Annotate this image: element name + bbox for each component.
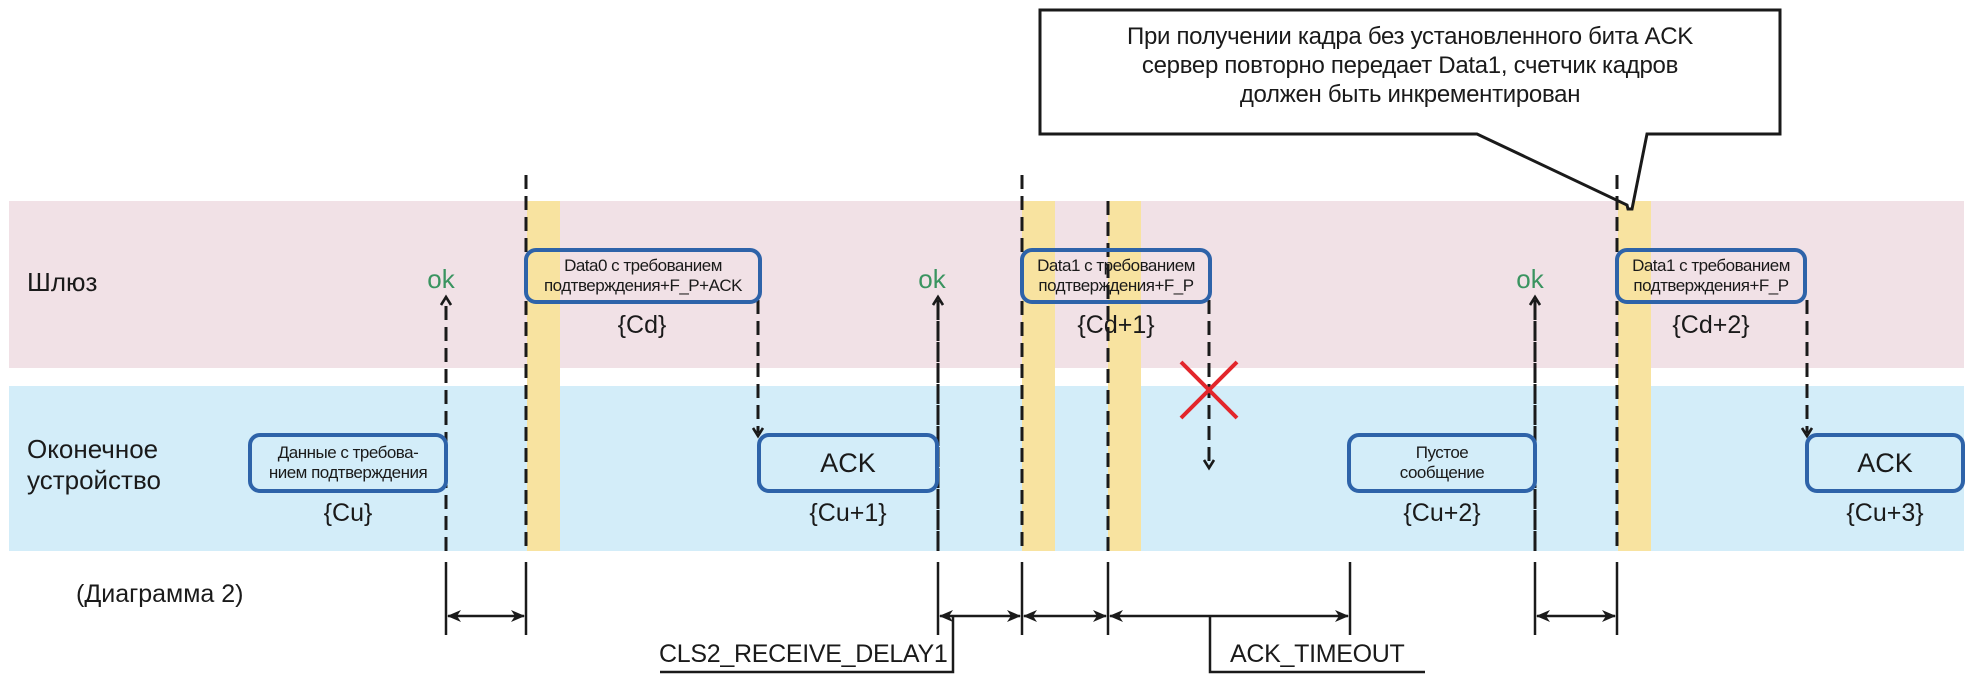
frame-counter: {Cd+2} bbox=[1672, 311, 1750, 339]
frame-counter: {Cu} bbox=[323, 499, 373, 527]
receive-delay-label: CLS2_RECEIVE_DELAY1 bbox=[659, 640, 948, 668]
callout-line: сервер повторно передает Data1, счетчик … bbox=[1141, 52, 1679, 79]
frame-counter: {Cu+1} bbox=[809, 499, 887, 527]
frame-label: ACK bbox=[1857, 448, 1913, 478]
ack-timeout-label: ACK_TIMEOUT bbox=[1230, 640, 1405, 668]
ok-label: ok bbox=[427, 264, 455, 294]
callout-line: При получении кадра без установленного б… bbox=[1127, 23, 1693, 50]
callout-text: При получении кадра без установленного б… bbox=[1040, 22, 1780, 109]
gateway-lane-label: Шлюз bbox=[27, 267, 98, 297]
frame-counter: {Cd+1} bbox=[1077, 311, 1155, 339]
callout-box bbox=[1038, 8, 1782, 211]
uplink-ack-frame: ACK bbox=[757, 433, 939, 493]
frame-counter: {Cu+2} bbox=[1403, 499, 1481, 527]
receive-delay-leader bbox=[660, 617, 955, 674]
frame-label-line: Data1 с требованием bbox=[1632, 256, 1790, 275]
receive-window bbox=[1108, 201, 1141, 551]
ok-label: ok bbox=[1516, 264, 1544, 294]
frame-label-line: нием подтверждения bbox=[268, 463, 428, 482]
frame-label-line: Data0 с требованием bbox=[564, 256, 722, 275]
ack-timeout-leader bbox=[1208, 617, 1425, 674]
frame-label-line: подтверждения+F_P bbox=[1633, 276, 1789, 295]
uplink-ack-frame: ACK bbox=[1805, 433, 1965, 493]
frame-label-line: подтверждения+F_P+ACK bbox=[543, 276, 743, 295]
diagram-caption: (Диаграмма 2) bbox=[76, 580, 244, 608]
callout-line: должен быть инкрементирован bbox=[1239, 81, 1581, 108]
frame-label-line: сообщение bbox=[1399, 463, 1485, 482]
end-device-lane-label-line2: устройство bbox=[27, 465, 161, 495]
frame-label-line: Data1 с требованием bbox=[1037, 256, 1195, 275]
ok-label: ok bbox=[918, 264, 946, 294]
frame-counter: {Cu+3} bbox=[1846, 499, 1924, 527]
frame-label-line: Пустое bbox=[1415, 443, 1469, 462]
frame-label-line: подтверждения+F_P bbox=[1038, 276, 1194, 295]
frame-label-line: Данные с требова- bbox=[277, 443, 419, 462]
uplink-data-frame: Данные с требова-нием подтверждения bbox=[248, 433, 448, 493]
frame-label: ACK bbox=[820, 448, 876, 478]
frame-counter: {Cd} bbox=[617, 311, 667, 339]
lost-packet-x-icon bbox=[1179, 360, 1239, 420]
end-device-lane-label-line1: Оконечное bbox=[27, 434, 159, 464]
